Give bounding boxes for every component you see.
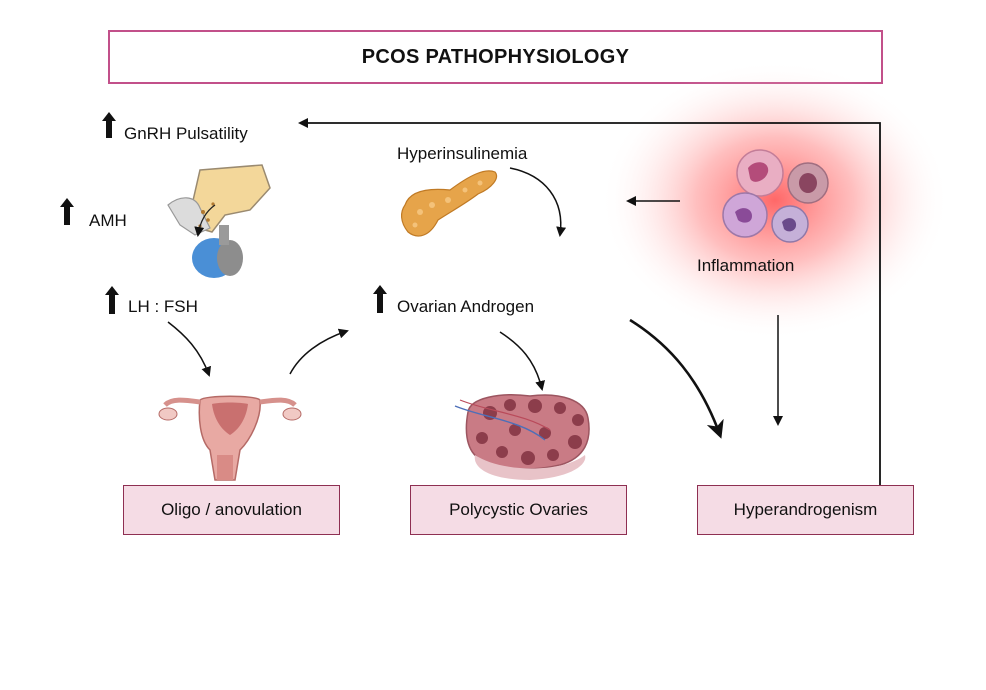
arrow-hyperandrogenism-to-gnrh: [298, 118, 881, 485]
diagram-title: PCOS PATHOPHYSIOLOGY: [108, 30, 883, 84]
hyperandrogenism-box: Hyperandrogenism: [697, 485, 914, 535]
up-arrow-icon: [373, 285, 387, 313]
gnrh-pulsatility-label: GnRH Pulsatility: [124, 124, 248, 143]
hyperinsulinemia-label: Hyperinsulinemia: [397, 144, 528, 163]
pituitary-icon: [167, 164, 271, 278]
oligo-anovulation-box: Oligo / anovulation: [123, 485, 340, 535]
arrow-androgen-to-ovaries: [499, 331, 545, 391]
arrow-lhfsh-to-uterus: [167, 321, 211, 377]
inflammation-glow: [600, 60, 950, 340]
polycystic-ovaries-box: Polycystic Ovaries: [410, 485, 627, 535]
ovarian-androgen-label: Ovarian Androgen: [397, 297, 535, 316]
amh-label: AMH: [89, 211, 127, 230]
pancreas-icon: [401, 170, 498, 237]
uterus-icon: [158, 395, 302, 481]
polycystic-ovary-icon: [454, 394, 590, 480]
arrow-hyperinsulinemia-to-androgen: [509, 167, 567, 237]
arrow-androgen-to-hyperandrogenism: [629, 318, 724, 439]
up-arrow-icon: [105, 286, 119, 314]
immune-cells-icon: [722, 149, 829, 243]
up-arrow-icon: [60, 198, 74, 225]
inflammation-label: Inflammation: [697, 256, 795, 275]
arrow-uterus-to-androgen: [289, 328, 349, 375]
up-arrow-icon: [102, 112, 116, 138]
lh-fsh-label: LH : FSH: [128, 297, 198, 316]
